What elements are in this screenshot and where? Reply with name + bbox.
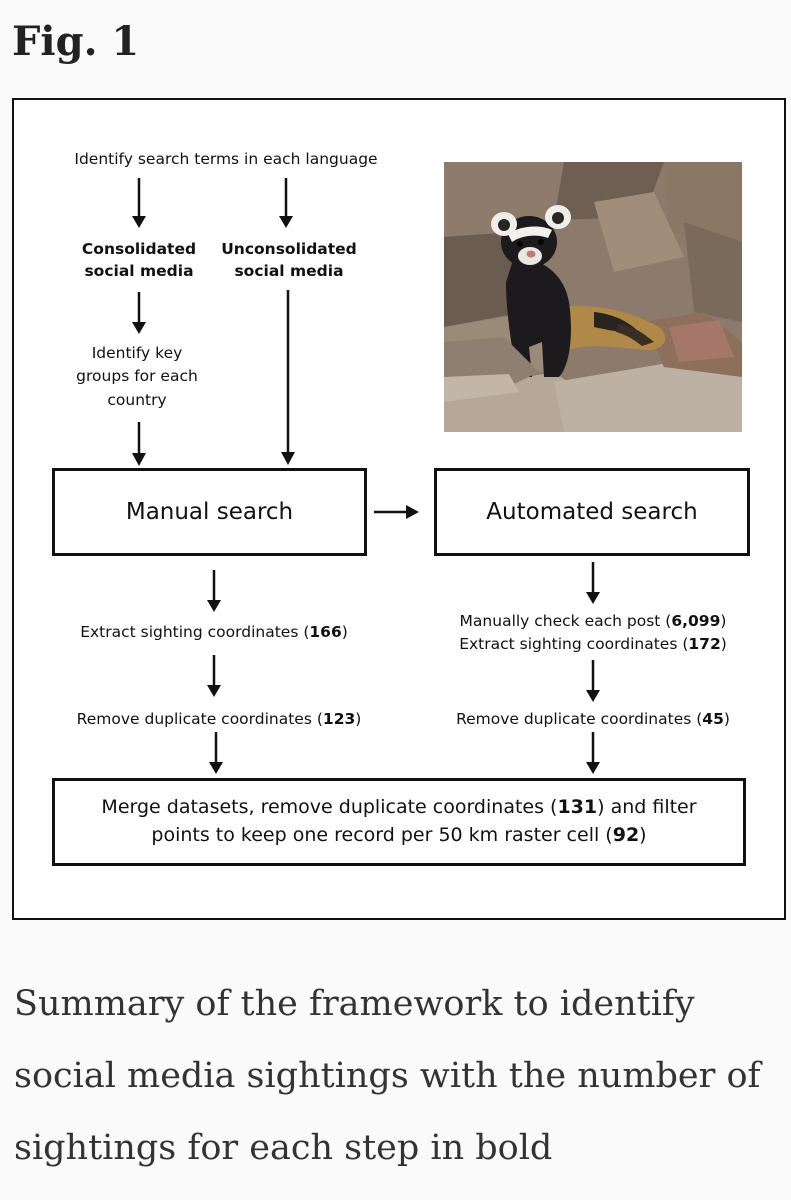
auto-remove-duplicates-label: Remove duplicate coordinates (45)	[456, 710, 730, 728]
down-arrow-icon	[586, 732, 600, 774]
down-arrow-icon	[207, 655, 221, 697]
marbled-polecat-photo	[444, 162, 742, 432]
top-label: Identify search terms in each language	[74, 150, 378, 168]
figure-title: Fig. 1	[12, 18, 140, 65]
auto-check-posts-label: Manually check each post (6,099)	[459, 612, 727, 630]
down-arrow-icon	[279, 178, 293, 228]
down-arrow-icon	[207, 570, 221, 612]
right-arrow-icon	[374, 505, 419, 519]
auto-extract-coordinates-label: Extract sighting coordinates (172)	[459, 635, 727, 653]
consolidated-social-media-label: Consolidated social media	[81, 240, 197, 281]
down-arrow-icon	[132, 178, 146, 228]
automated-search-box: Automated search	[434, 468, 750, 556]
merge-line-1: Merge datasets, remove duplicate coordin…	[101, 796, 697, 819]
merge-datasets-box: Merge datasets, remove duplicate coordin…	[52, 778, 746, 866]
identify-key-groups-label: Identify key groups for each country	[76, 344, 198, 409]
down-arrow-icon	[586, 562, 600, 604]
down-arrow-icon	[281, 290, 295, 465]
merge-line-2: points to keep one record per 50 km rast…	[151, 824, 647, 846]
figure-frame: Identify search terms in each language C…	[12, 98, 786, 920]
down-arrow-icon	[132, 292, 146, 334]
down-arrow-icon	[586, 660, 600, 702]
down-arrow-icon	[132, 422, 146, 466]
unconsolidated-social-media-label: Unconsolidated social media	[221, 240, 357, 281]
figure-caption: Summary of the framework to identify soc…	[14, 984, 761, 1168]
manual-search-box: Manual search	[52, 468, 367, 556]
manual-remove-duplicates-label: Remove duplicate coordinates (123)	[76, 710, 362, 728]
manual-extract-coordinates-label: Extract sighting coordinates (166)	[80, 623, 348, 641]
down-arrow-icon	[209, 732, 223, 774]
